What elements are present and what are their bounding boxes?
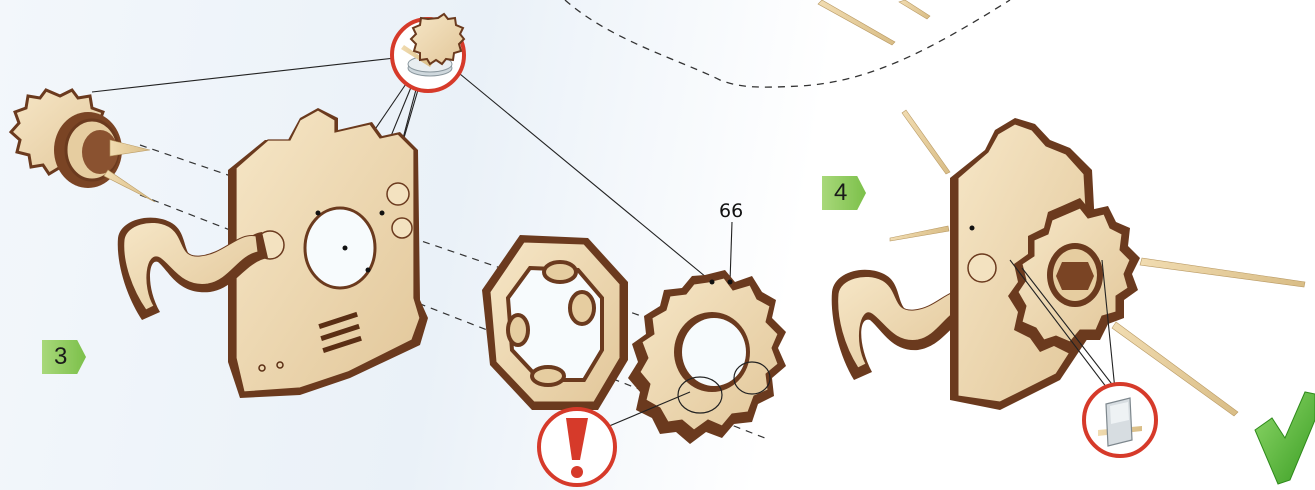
step-separator bbox=[565, 0, 1010, 87]
glue-detail-icon bbox=[392, 14, 464, 91]
checkmark-icon bbox=[1255, 392, 1315, 484]
step-4-badge: 4 bbox=[822, 176, 866, 210]
glue-sticks-top bbox=[818, 0, 930, 45]
part-number-label: 66 bbox=[719, 200, 743, 222]
small-gear-part bbox=[11, 90, 155, 202]
step-3-badge: 3 bbox=[42, 340, 86, 374]
gear-part-66 bbox=[628, 270, 786, 444]
octagon-ring-part bbox=[482, 235, 628, 410]
